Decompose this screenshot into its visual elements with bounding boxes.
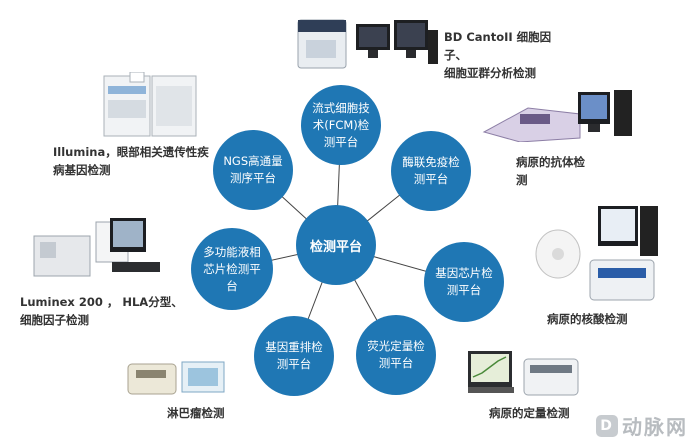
node-elisa-label: 酶联免疫检 测平台 xyxy=(402,155,460,186)
node-fcm: 流式细胞技 术(FCM)检 测平台 xyxy=(301,85,381,165)
node-rearr-label: 基因重排检 测平台 xyxy=(265,340,323,371)
node-chip-label: 基因芯片检 测平台 xyxy=(435,266,493,297)
node-qpcr-label: 荧光定量检 测平台 xyxy=(367,339,425,370)
node-qpcr: 荧光定量检 测平台 xyxy=(356,315,436,395)
luminex-illustration xyxy=(33,218,160,277)
label-illumina: Illumina，眼部相关遗传性疾 病基因检测 xyxy=(53,145,209,177)
node-ngs: NGS高通量 测序平台 xyxy=(213,130,293,210)
label-quant: 病原的定量检测 xyxy=(489,406,570,420)
watermark-text: 动脉网 xyxy=(622,415,688,439)
center-node: 检测平台 xyxy=(296,205,376,285)
label-luminex: Luminex 200 ， HLA分型、 细胞因子检测 xyxy=(20,295,183,327)
illumina-sequencer-illustration xyxy=(103,72,197,137)
center-label: 检测平台 xyxy=(309,239,362,255)
node-fcm-label: 流式细胞技 术(FCM)检 测平台 xyxy=(312,100,370,149)
node-liquid: 多功能液相 芯片检测平 台 xyxy=(191,228,273,310)
node-rearr: 基因重排检 测平台 xyxy=(254,316,334,396)
node-ngs-label: NGS高通量 测序平台 xyxy=(223,154,283,185)
bd-cytometer-illustration xyxy=(297,19,438,69)
quant-pcr-illustration xyxy=(468,351,579,396)
node-elisa: 酶联免疫检 测平台 xyxy=(391,131,471,211)
label-lymphoma: 淋巴瘤检测 xyxy=(167,406,225,420)
nucleic-instrument-illustration xyxy=(535,206,658,301)
label-nucleic: 病原的核酸检测 xyxy=(547,312,628,326)
lymphoma-kit-illustration xyxy=(127,361,225,395)
watermark: D 动脉网 xyxy=(596,411,688,440)
elisa-reader-illustration xyxy=(482,90,632,142)
label-antibody: 病原的抗体检 测 xyxy=(516,155,585,187)
watermark-logo-icon: D xyxy=(596,414,618,437)
node-liquid-label: 多功能液相 芯片检测平 台 xyxy=(203,244,261,293)
node-chip: 基因芯片检 测平台 xyxy=(424,242,504,322)
label-bd: BD CantoII 细胞因 子、 细胞亚群分析检测 xyxy=(444,30,552,80)
